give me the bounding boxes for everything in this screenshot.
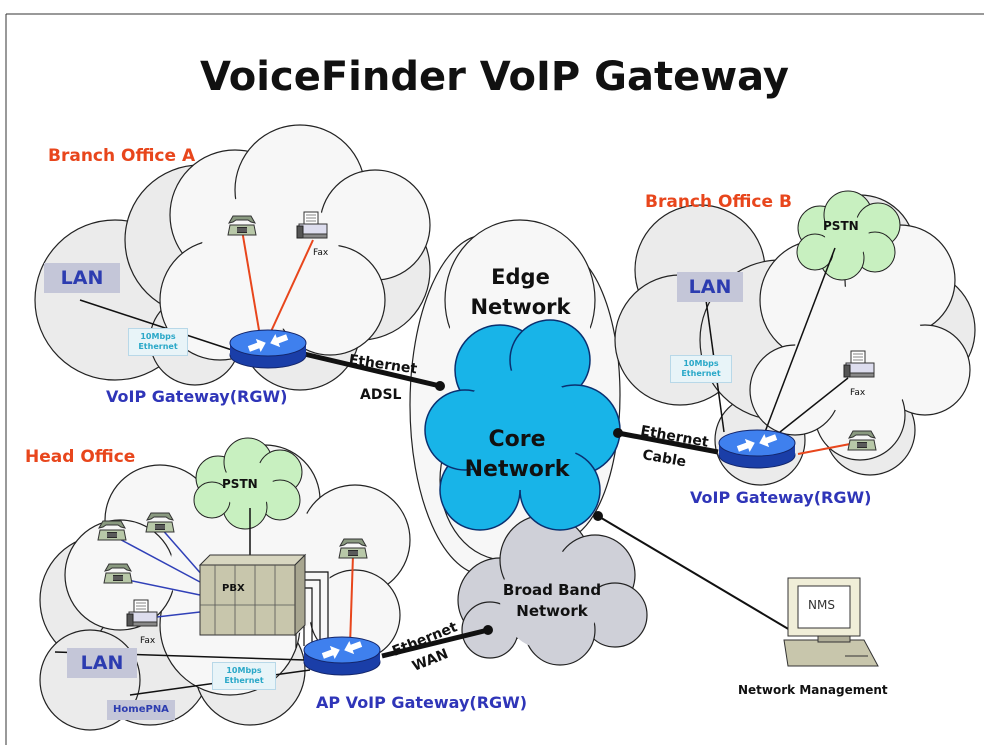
gateway-label-branch-a: VoIP Gateway(RGW) — [106, 387, 288, 406]
pstn-label-branch-b: PSTN — [823, 219, 859, 233]
fax-label-branch-a: Fax — [313, 248, 329, 258]
telephone-icon — [103, 563, 133, 584]
link-label-adsl: ADSL — [360, 387, 402, 403]
pbx-icon — [198, 553, 307, 637]
core-network-cloud — [424, 319, 621, 531]
pstn-label-head-office: PSTN — [222, 477, 258, 491]
router-icon — [718, 429, 796, 469]
telephone-icon — [145, 512, 175, 533]
broadband-network-cloud — [457, 514, 648, 666]
branch-office-b-label: Branch Office B — [645, 192, 792, 212]
pstn-cloud-head-office — [193, 437, 303, 530]
network-management-label: Network Management — [738, 683, 888, 697]
fax-label-head-office: Fax — [140, 636, 156, 646]
lan-label-branch-a: LAN — [44, 263, 120, 293]
router-icon — [229, 329, 307, 369]
fax-label-branch-b: Fax — [850, 388, 866, 398]
telephone-icon — [847, 430, 877, 451]
nms-screen-label: NMS — [808, 598, 835, 612]
pbx-label: PBX — [222, 583, 245, 594]
homepna-label: HomePNA — [107, 700, 175, 720]
computer-icon — [783, 577, 879, 667]
lan-label-head-office: LAN — [67, 648, 137, 678]
gateway-label-head-office: AP VoIP Gateway(RGW) — [316, 693, 528, 712]
telephone-icon — [97, 520, 127, 541]
router-icon — [303, 636, 381, 676]
gateway-label-branch-b: VoIP Gateway(RGW) — [690, 488, 872, 507]
head-office-label: Head Office — [25, 447, 136, 467]
branch-office-a-label: Branch Office A — [48, 146, 196, 166]
lan-label-branch-b: LAN — [677, 272, 743, 302]
pstn-cloud-branch-b — [796, 190, 901, 281]
telephone-icon — [227, 215, 257, 236]
telephone-icon — [338, 538, 368, 559]
page-title: VoiceFinder VoIP Gateway — [200, 54, 789, 100]
